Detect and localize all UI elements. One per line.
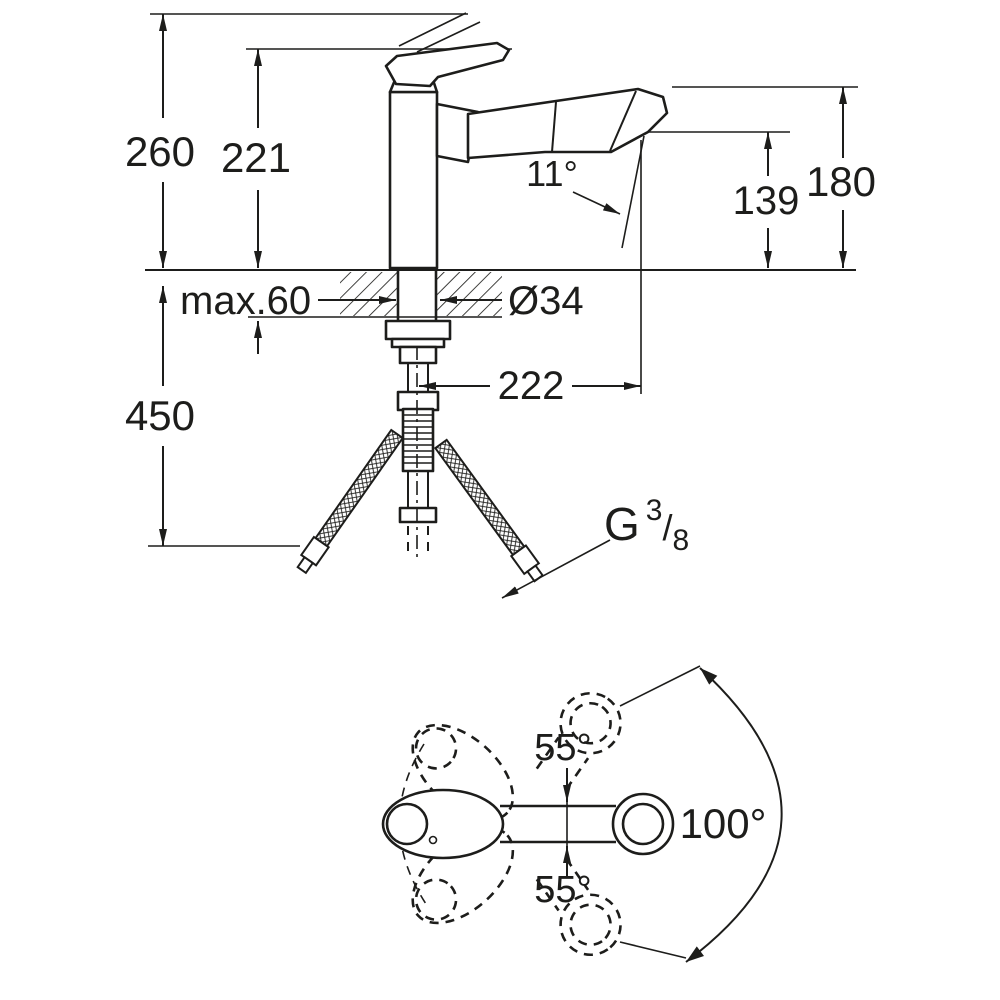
- lever-top: [381, 788, 505, 860]
- dim-spray-angle-label: 11°: [526, 153, 578, 194]
- corrugation-ribs: [404, 414, 432, 464]
- dim-hole-diameter-label: Ø34: [508, 279, 584, 323]
- pullout-spray-head: [466, 87, 669, 160]
- dim-swivel-upper-label: 55°: [534, 727, 591, 769]
- lever-cap-circle: [385, 802, 429, 846]
- pullout-hose-corrugation: [401, 407, 435, 473]
- faucet-lever: [384, 41, 511, 88]
- spout-swivel-lower-position: [535, 857, 622, 957]
- faucet-top-profile: [381, 788, 675, 860]
- dim-swivel-lower-label: 55°: [534, 869, 591, 911]
- spout-swivel-upper-position: [535, 691, 622, 791]
- dim-total-height-label: 260: [125, 128, 195, 175]
- spray-angle-line: [621, 135, 645, 249]
- dim-outlet-height-label: 139: [733, 179, 800, 223]
- lever-swivel-lower-position: [411, 723, 515, 822]
- supply-hose-right: [433, 438, 545, 583]
- spout-flange-inner: [621, 802, 665, 846]
- dim-swivel-total-label: 100°: [680, 800, 767, 847]
- thread-leader-line: [501, 539, 611, 599]
- faucet-body-column: [388, 90, 439, 270]
- mounting-deck: [340, 272, 502, 316]
- dim-body-height-label: 221: [221, 134, 291, 181]
- total-swivel-arc: [685, 667, 783, 963]
- mounting-nut: [384, 319, 452, 341]
- phantom-lever-lines: [398, 12, 481, 53]
- supply-hose-left: [296, 428, 405, 575]
- logo-mark: [428, 835, 438, 845]
- side-view: 260 221 450 11° 139 180 max.60 Ø34 222 G…: [125, 12, 876, 599]
- under-deck-assembly: [296, 270, 611, 599]
- dim-reach-label: 222: [498, 364, 565, 408]
- swivel-angle-dimensions: [563, 665, 783, 963]
- dim-spout-height-label: 180: [806, 158, 876, 205]
- dim-below-deck-label: 450: [125, 392, 195, 439]
- extension-lines: [145, 13, 858, 547]
- top-view: 55° 55° 100°: [381, 665, 783, 963]
- dim-max-deck-label: max.60: [180, 279, 311, 323]
- faucet-side-profile: [384, 41, 669, 270]
